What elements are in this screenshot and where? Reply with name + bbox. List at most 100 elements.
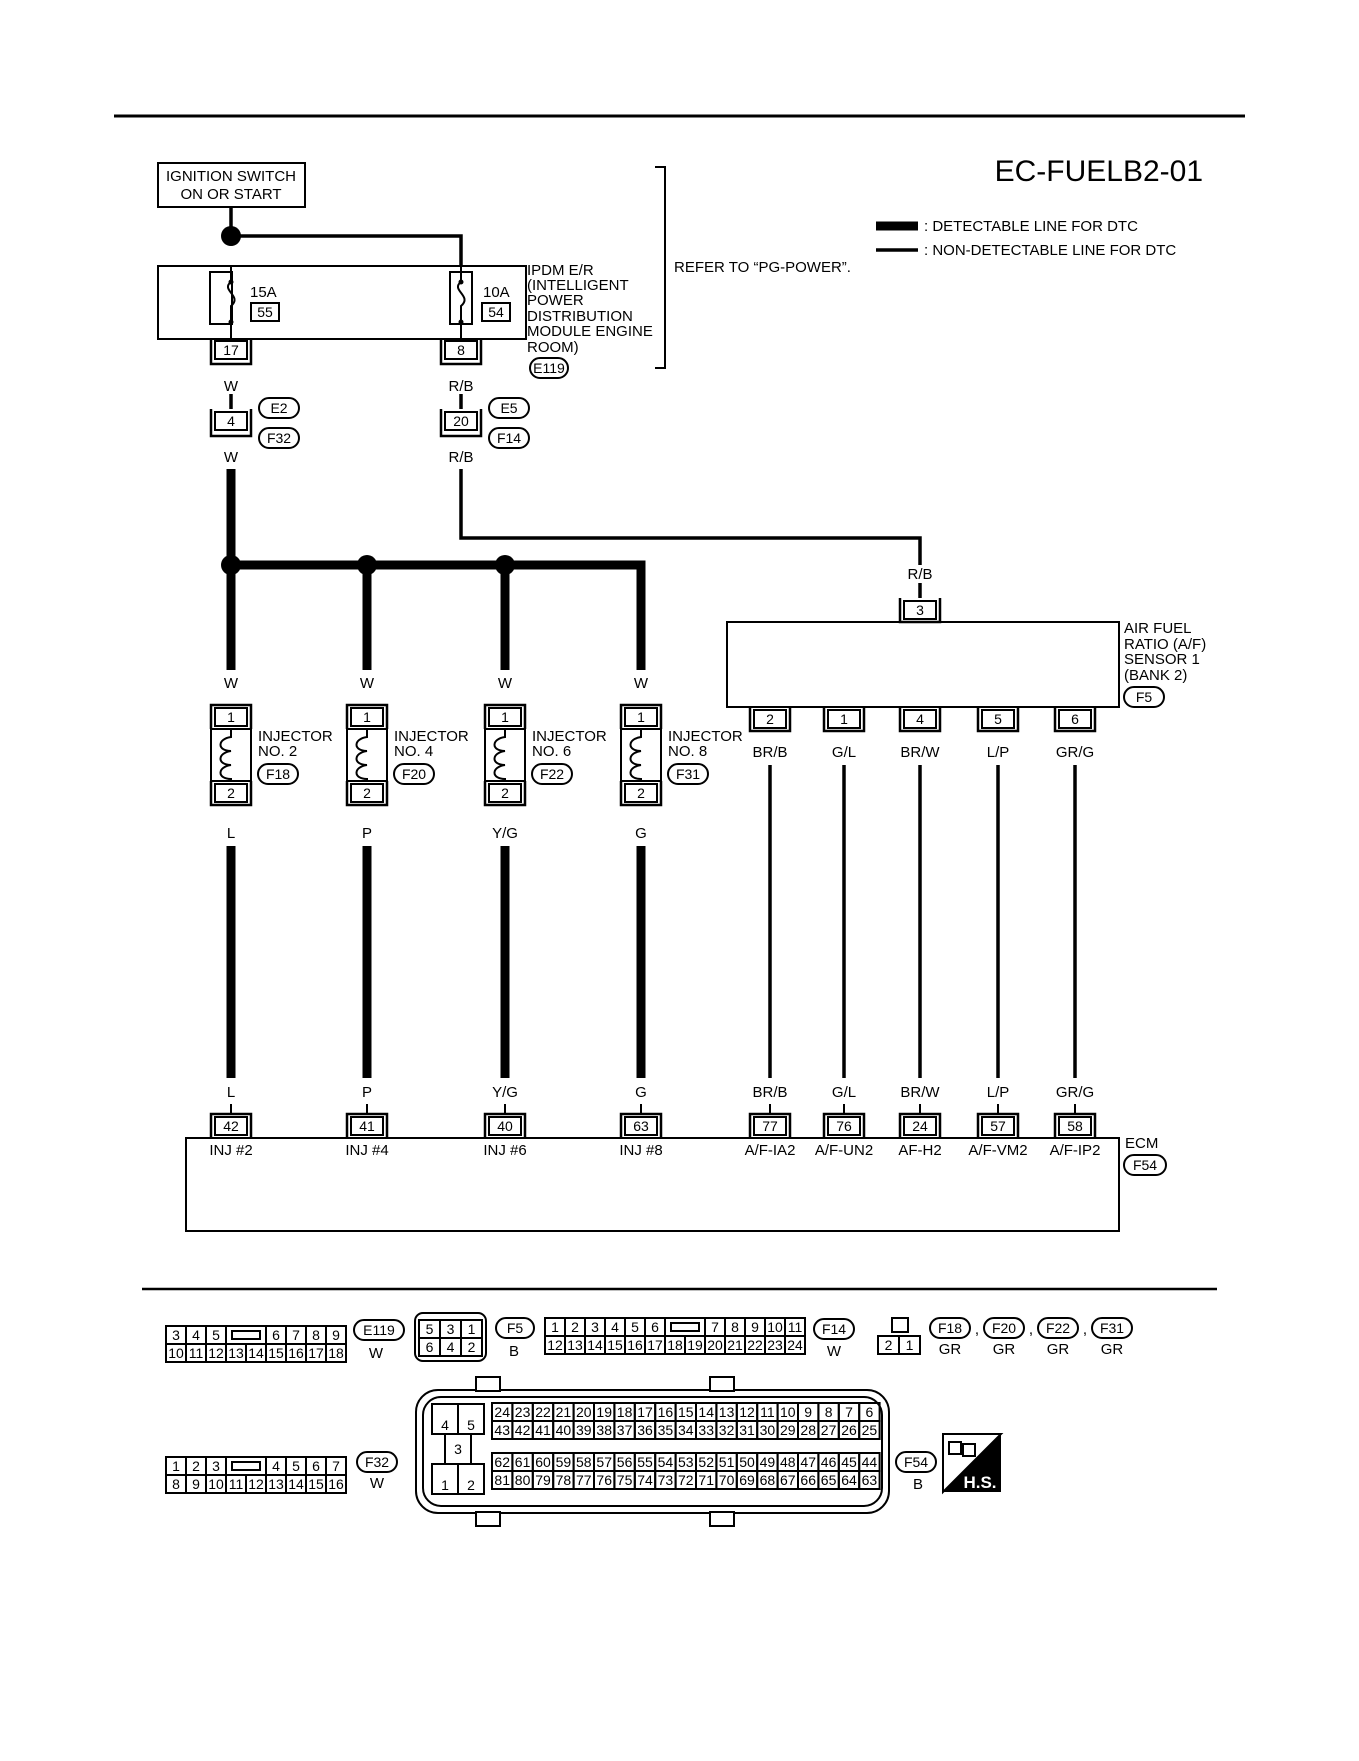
connector-cavity: 58 — [576, 1454, 592, 1470]
connector-cavity: 16 — [288, 1345, 304, 1361]
connector-cavity: 62 — [494, 1454, 510, 1470]
injector-out-color: L — [227, 825, 235, 842]
connector-cavity: 47 — [800, 1454, 816, 1470]
connector-cavity: 2 — [467, 1477, 475, 1493]
connector-view-tag-f14-label: F14 — [822, 1321, 846, 1337]
connector-cavity: 21 — [556, 1404, 572, 1420]
connector-cavity: 16 — [658, 1404, 674, 1420]
legend-thick-label: : DETECTABLE LINE FOR DTC — [924, 218, 1138, 235]
connector-cavity: 22 — [747, 1337, 763, 1353]
injector-name: INJECTOR — [668, 728, 743, 745]
ecm-pin: 76 — [822, 1112, 866, 1138]
ecm-wire-color: G/L — [832, 1084, 856, 1101]
connector-view-tag-f22-label: F22 — [1046, 1320, 1070, 1336]
connector-cavity: 2 — [468, 1339, 476, 1355]
af-sensor-label-line-2: RATIO (A/F) — [1124, 636, 1206, 653]
refer-bracket — [655, 166, 666, 369]
connector-cavity: 43 — [494, 1422, 510, 1438]
injector-pin-out: 2 — [209, 781, 253, 807]
af-sensor-pin: 2 — [748, 707, 792, 733]
ipdm-label-line-4: DISTRIBUTION — [527, 308, 633, 325]
ecm-pin-76: 76A/F-UN2 — [815, 1104, 873, 1159]
connector-view-color-f18: GR — [939, 1341, 962, 1358]
joint-connector-e2-f32: 4 E2 F32 — [209, 397, 300, 449]
connector-cavity: 64 — [841, 1472, 857, 1488]
connector-cavity: 9 — [332, 1327, 340, 1343]
connector-cavity: 57 — [596, 1454, 612, 1470]
ecm-pin: 24 — [898, 1112, 942, 1138]
connector-cavity: 17 — [647, 1337, 663, 1353]
connector-view-tag-f22 — [1037, 1317, 1079, 1339]
connector-cavity: 37 — [617, 1422, 633, 1438]
connector-cavity: 28 — [800, 1422, 816, 1438]
connector-cavity: 7 — [332, 1458, 340, 1474]
ecm-pin-function: INJ #2 — [209, 1142, 252, 1159]
connector-cavity: 10 — [780, 1404, 796, 1420]
connector-cavity: 5 — [467, 1417, 475, 1433]
connector-cavity: 61 — [515, 1454, 531, 1470]
connector-cavity: 24 — [787, 1337, 803, 1353]
connector-cavity: 5 — [426, 1321, 434, 1337]
connector-cavity: 33 — [698, 1422, 714, 1438]
refer-text: REFER TO “PG-POWER”. — [674, 259, 851, 276]
ignition-switch-line-2: ON OR START — [180, 186, 281, 203]
injector-out-color: G — [635, 825, 647, 842]
connector-view-tag-f54-label: F54 — [904, 1454, 928, 1470]
connector-cavity: 13 — [228, 1345, 244, 1361]
connector-view-tag-f32-label: F32 — [365, 1454, 389, 1470]
hs-label: H.S. — [963, 1473, 996, 1492]
connector-view-separator: , — [975, 1321, 979, 1338]
connector-cavity: 72 — [678, 1472, 694, 1488]
ecm-pin-function: A/F-IA2 — [745, 1142, 796, 1159]
connector-cavity: 13 — [567, 1337, 583, 1353]
connector-view-color-f14: W — [827, 1343, 842, 1360]
ecm-pin-label: 41 — [359, 1118, 375, 1134]
injector-number: NO. 6 — [532, 743, 571, 760]
legend-thin-label: : NON-DETECTABLE LINE FOR DTC — [924, 242, 1176, 259]
connector-cavity: 70 — [719, 1472, 735, 1488]
af-sensor-pin-label: 4 — [916, 711, 924, 727]
connector-cavity: 2 — [571, 1319, 579, 1335]
connector-cavity: 60 — [535, 1454, 551, 1470]
ecm-pin: 77 — [748, 1112, 792, 1138]
connector-view-tag-f32 — [356, 1451, 398, 1473]
ecm-pin-57: 57A/F-VM2 — [968, 1104, 1028, 1159]
ecm-pin-function: AF-H2 — [898, 1142, 941, 1159]
connector-cavity: 4 — [441, 1417, 449, 1433]
injector-pin-out-label: 2 — [501, 785, 509, 801]
af-sensor-pin-label: 6 — [1071, 711, 1079, 727]
af-sensor-label-line-4: (BANK 2) — [1124, 667, 1187, 684]
joint-connector-e5-f14: 20 E5 F14 — [439, 397, 530, 449]
af-sensor-pin-4: 4BR/WBR/W — [898, 707, 942, 1101]
connector-tag-f31-label: F31 — [676, 766, 700, 782]
injector-pin-in-label: 1 — [501, 709, 509, 725]
connector-cavity: 65 — [821, 1472, 837, 1488]
latch-icon — [475, 1376, 501, 1392]
connector-cavity: 5 — [212, 1327, 220, 1343]
connector-cavity: 27 — [821, 1422, 837, 1438]
injector-number: NO. 8 — [668, 743, 707, 760]
injector-pin-out-label: 2 — [363, 785, 371, 801]
connector-cavity: 13 — [719, 1404, 735, 1420]
connector-cavity: 67 — [780, 1472, 796, 1488]
connector-view-separator: , — [1083, 1321, 1087, 1338]
connector-cavity: 19 — [596, 1404, 612, 1420]
connector-cavity: 12 — [248, 1476, 264, 1492]
ipdm-pin-8: 8 — [439, 339, 483, 366]
ecm-pin-label: 58 — [1067, 1118, 1083, 1134]
connector-tag-f22 — [531, 763, 573, 785]
connector-cavity: 71 — [698, 1472, 714, 1488]
ecm-pin: 40 — [483, 1112, 527, 1138]
ecm-wire-color: Y/G — [492, 1084, 518, 1101]
